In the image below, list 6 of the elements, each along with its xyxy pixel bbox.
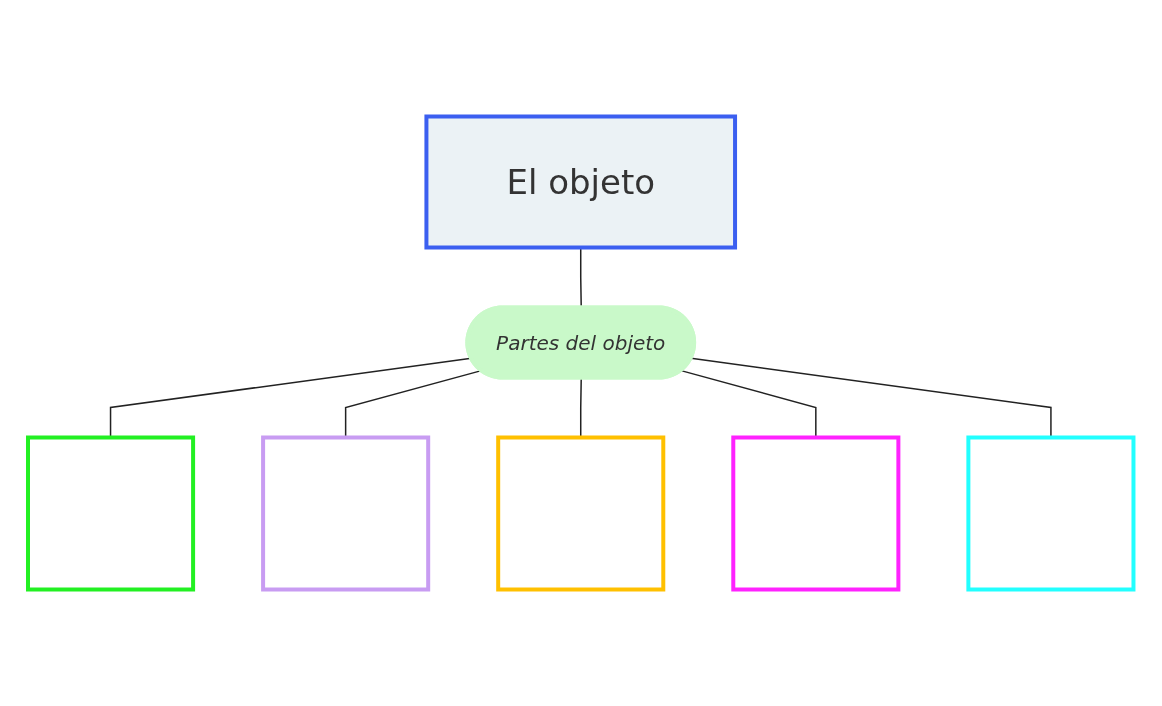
node-box (966, 435, 1136, 592)
node-box (261, 435, 431, 592)
node-box (731, 435, 901, 592)
node-box: El objeto (424, 114, 738, 250)
node-box (496, 435, 666, 592)
node-box (26, 435, 196, 592)
